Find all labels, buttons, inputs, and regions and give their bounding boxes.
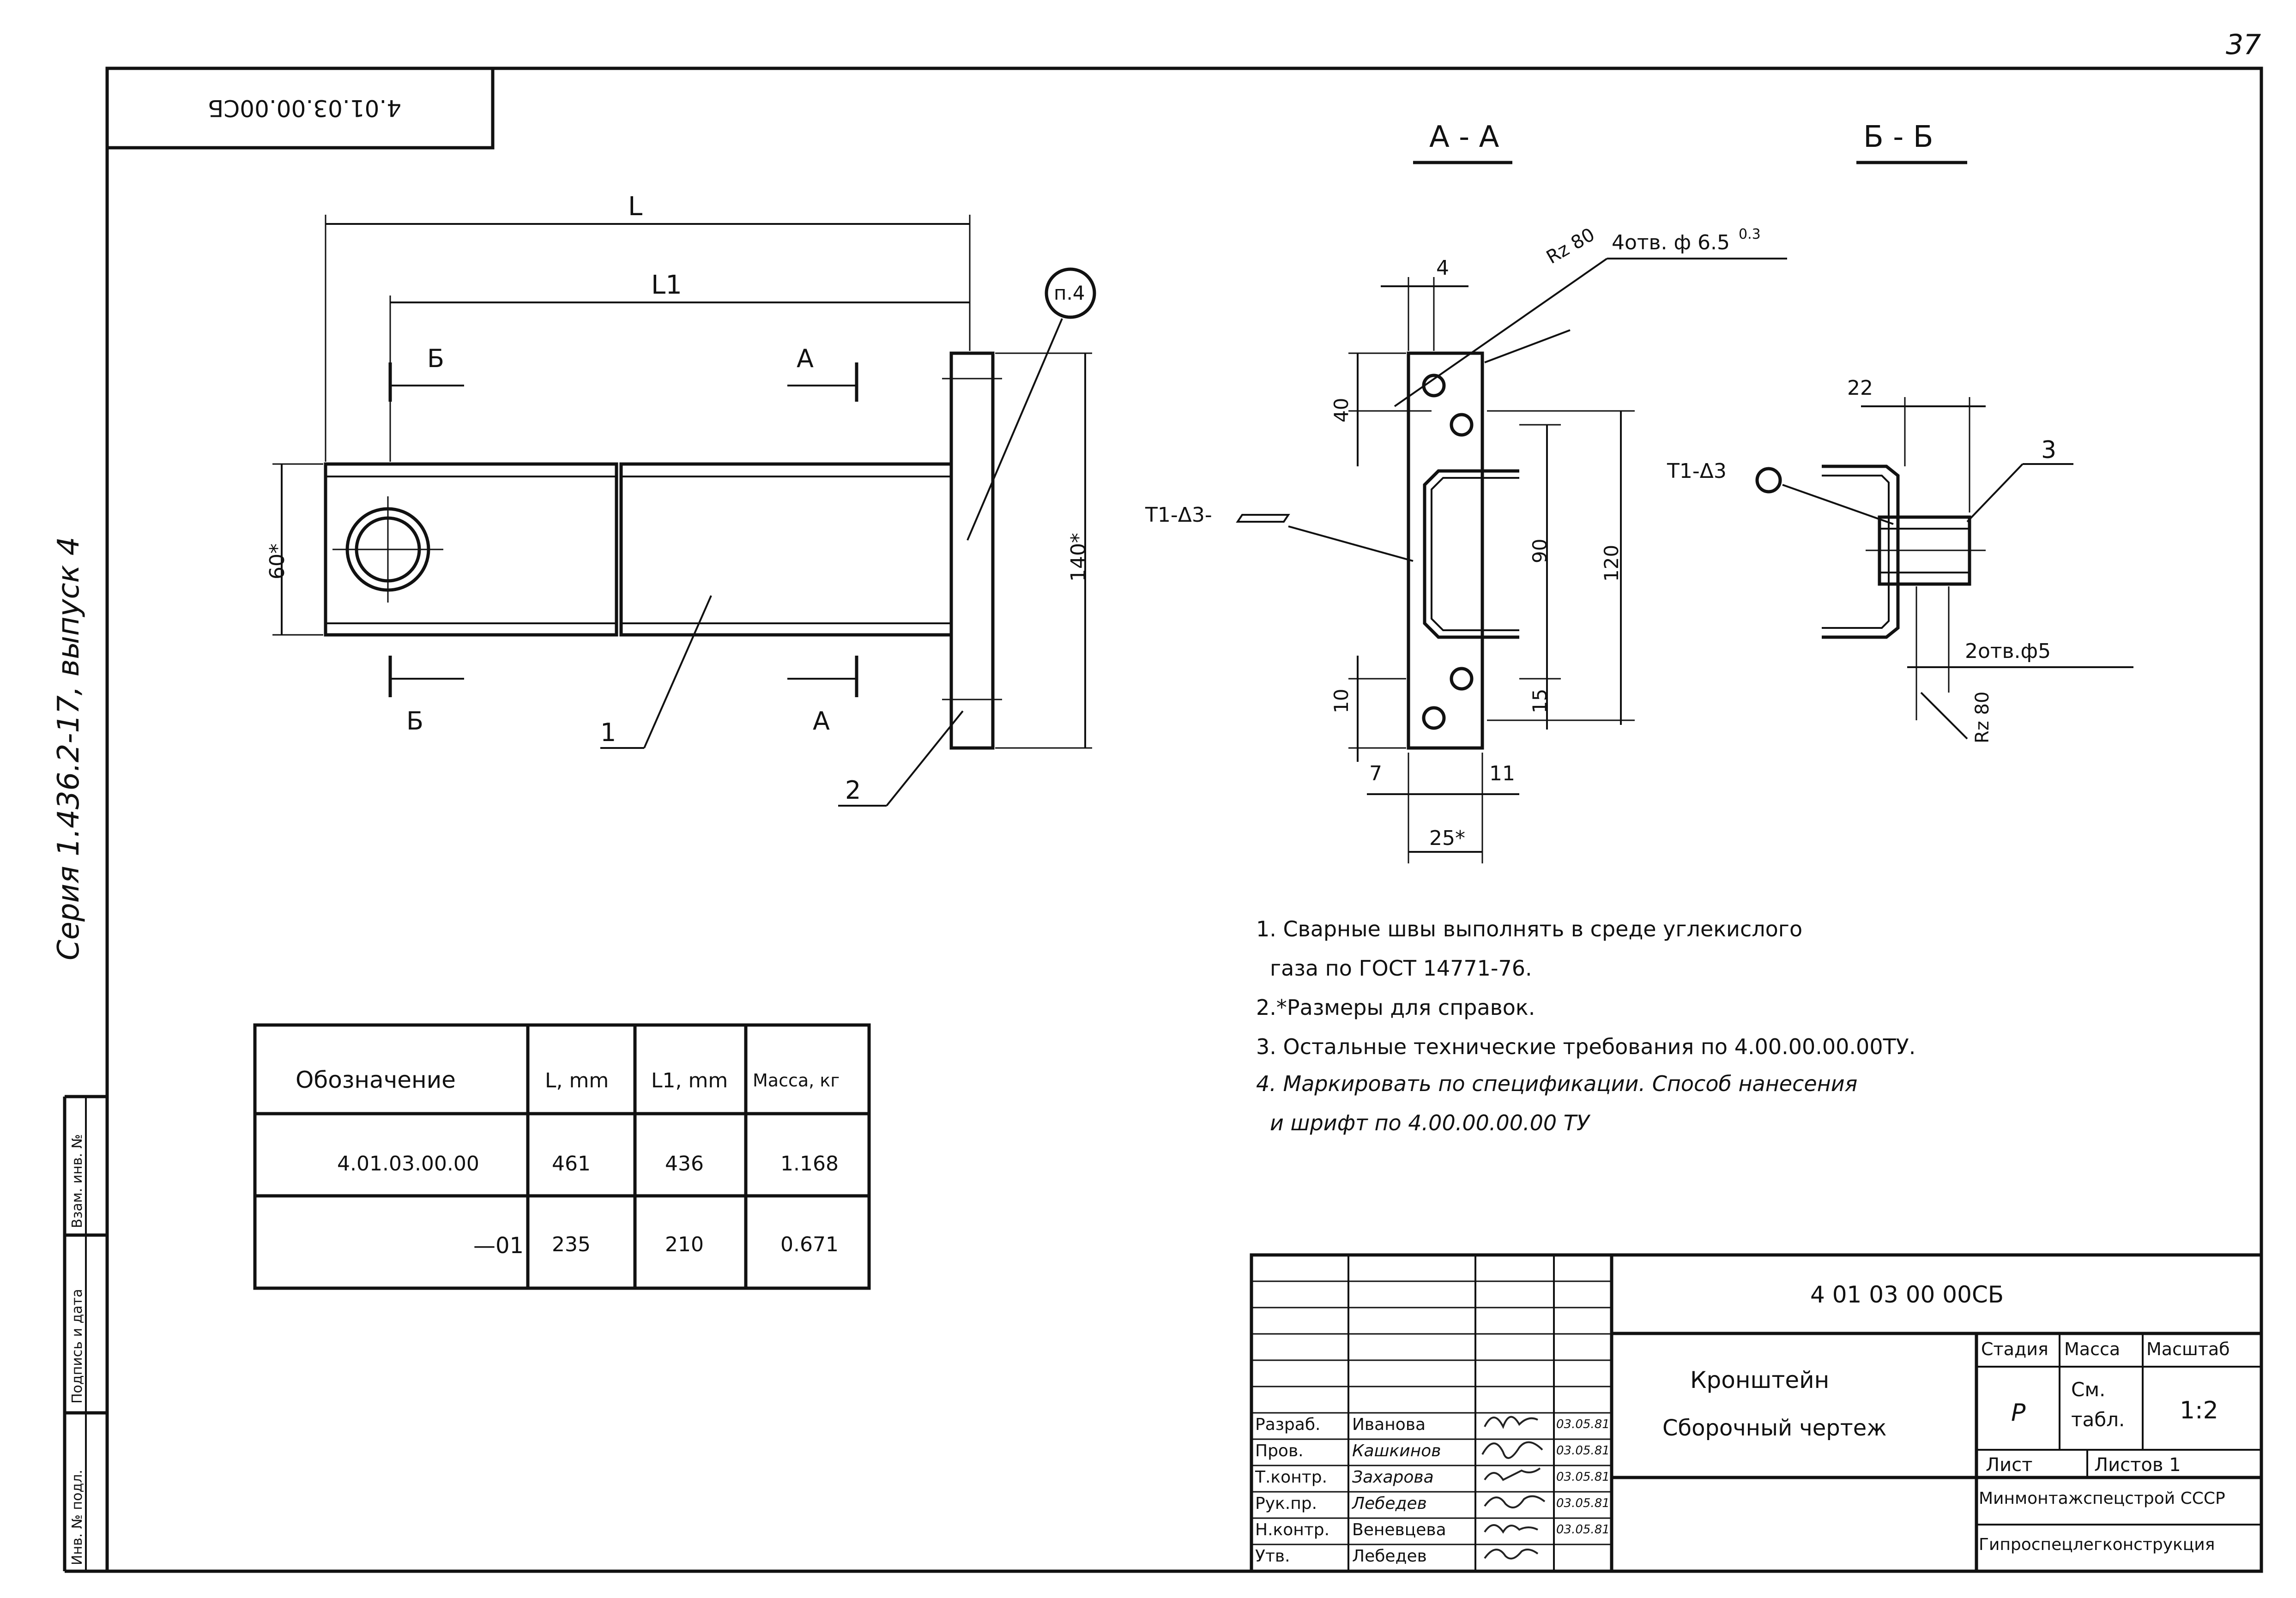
title-block-mass-2: табл. [2071, 1408, 2125, 1431]
table-grid [253, 1023, 871, 1290]
bb-roughness: Rz 80 [1972, 691, 1993, 743]
date-tech-control: 03.05.81 [1556, 1470, 1610, 1484]
dim-140: 140* [1067, 533, 1090, 582]
callout-p4: п.4 [1054, 282, 1085, 304]
page-number: 37 [2226, 29, 2261, 61]
aa-dim-15: 15 [1529, 688, 1551, 713]
name-checker: Кашкинов [1352, 1441, 1441, 1460]
name-project-lead: Лебедев [1352, 1494, 1427, 1513]
plan-view [272, 215, 1096, 807]
title-block-grid [1250, 1253, 2263, 1573]
aa-dim-7: 7 [1369, 762, 1382, 785]
section-mark-a-top: А [797, 344, 814, 373]
dim-60: 60* [266, 543, 289, 579]
aa-dim-90: 90 [1529, 538, 1551, 563]
name-tech-control: Захарова [1352, 1468, 1434, 1487]
position-1: 1 [600, 718, 616, 747]
table-header-mass: Масса, кг [753, 1070, 840, 1091]
title-block-mass-1: См. [2071, 1378, 2106, 1401]
title-block-stage-header: Стадия [1981, 1339, 2048, 1359]
strip-inv-label: Инв. № подл. [69, 1470, 85, 1565]
title-block-scale-header: Масштаб [2146, 1339, 2230, 1359]
note-4a: 4. Маркировать по спецификации. Способ н… [1256, 1071, 1858, 1096]
top-stamp-box [105, 66, 495, 150]
bb-weld-label: Т1-Δ3 [1667, 459, 1727, 483]
aa-dim-25: 25* [1429, 826, 1465, 850]
drawing-frame [105, 66, 2263, 1573]
strip-replace-label: Взам. инв. № [69, 1134, 85, 1228]
table-row-1-L1: 436 [665, 1152, 704, 1176]
title-block-sheet: Лист [1986, 1454, 2033, 1476]
series-label: Серия 1.436.2-17, выпуск 4 [52, 537, 86, 961]
note-1a: 1. Сварные швы выполнять в среде углекис… [1256, 917, 1803, 941]
role-checker: Пров. [1255, 1441, 1304, 1460]
table-header-designation: Обозначение [296, 1067, 456, 1093]
aa-weld-label: Т1-Δ3- [1145, 503, 1212, 527]
section-aa-view [1236, 161, 1787, 863]
title-block-org-2: Гипроспецлегконструкция [1979, 1535, 2215, 1554]
title-block-stage: Р [2011, 1399, 2026, 1427]
date-checker: 03.05.81 [1556, 1444, 1610, 1458]
role-tech-control: Т.контр. [1255, 1468, 1328, 1487]
note-3: 3. Остальные технические требования по 4… [1256, 1034, 1916, 1059]
top-stamp-code: 4.01.03.00.00СБ [208, 95, 402, 121]
section-mark-a-bottom: А [813, 706, 830, 736]
aa-dim-4: 4 [1436, 256, 1449, 280]
aa-dim-10: 10 [1330, 688, 1353, 713]
note-1b: газа по ГОСТ 14771-76. [1270, 956, 1532, 981]
position-2: 2 [845, 776, 861, 805]
table-row-2-L1: 210 [665, 1233, 704, 1256]
table-row-2-designation: —01 [473, 1233, 524, 1259]
section-bb-title: Б - Б [1863, 120, 1933, 154]
date-norm-control: 03.05.81 [1556, 1523, 1610, 1537]
section-bb-view [1755, 161, 2133, 740]
dim-L: L [628, 192, 643, 222]
title-block-mass-header: Масса [2064, 1339, 2121, 1359]
section-aa-title: А - А [1429, 120, 1499, 154]
table-header-L1: L1, mm [651, 1069, 728, 1092]
role-developer: Разраб. [1255, 1415, 1321, 1434]
aa-dim-40: 40 [1330, 398, 1353, 422]
name-developer: Иванова [1352, 1415, 1426, 1434]
bb-position-3: 3 [2041, 436, 2057, 464]
title-block-sheets: Листов 1 [2094, 1454, 2181, 1476]
table-row-2-L: 235 [552, 1233, 591, 1256]
bb-holes-spec: 2отв.ф5 [1965, 639, 2051, 663]
table-row-1-L: 461 [552, 1152, 591, 1176]
section-mark-b-bottom: Б [406, 706, 424, 736]
aa-dim-120: 120 [1600, 544, 1623, 582]
aa-holes-spec: 4отв. ф 6.5 [1612, 231, 1730, 254]
strip-sign-label: Подпись и дата [69, 1289, 85, 1404]
table-row-1-mass: 1.168 [780, 1152, 839, 1176]
title-block-name: Кронштейн [1690, 1367, 1830, 1393]
date-developer: 03.05.81 [1556, 1417, 1610, 1431]
name-norm-control: Веневцева [1352, 1520, 1446, 1539]
note-4b: и шрифт по 4.00.00.00.00 ТУ [1270, 1110, 1589, 1135]
role-approved: Утв. [1255, 1547, 1290, 1566]
note-2: 2.*Размеры для справок. [1256, 995, 1535, 1020]
role-project-lead: Рук.пр. [1255, 1494, 1317, 1513]
title-block-org-1: Минмонтажспецстрой СССР [1979, 1489, 2225, 1508]
section-mark-b-top: Б [427, 344, 445, 373]
table-row-1-designation: 4.01.03.00.00 [337, 1152, 479, 1176]
name-approved: Лебедев [1352, 1547, 1427, 1566]
date-project-lead: 03.05.81 [1556, 1496, 1610, 1510]
role-norm-control: Н.контр. [1255, 1520, 1330, 1539]
table-row-2-mass: 0.671 [780, 1233, 839, 1256]
title-block-scale: 1:2 [2180, 1397, 2218, 1424]
dim-L1: L1 [651, 270, 682, 300]
table-header-L: L, mm [545, 1069, 609, 1092]
aa-dim-11: 11 [1489, 762, 1515, 785]
bb-dim-22: 22 [1847, 376, 1873, 400]
title-block-doc-type: Сборочный чертеж [1662, 1415, 1887, 1441]
title-block-code: 4 01 03 00 00СБ [1810, 1281, 2004, 1308]
aa-holes-tolerance: 0.3 [1739, 226, 1761, 242]
